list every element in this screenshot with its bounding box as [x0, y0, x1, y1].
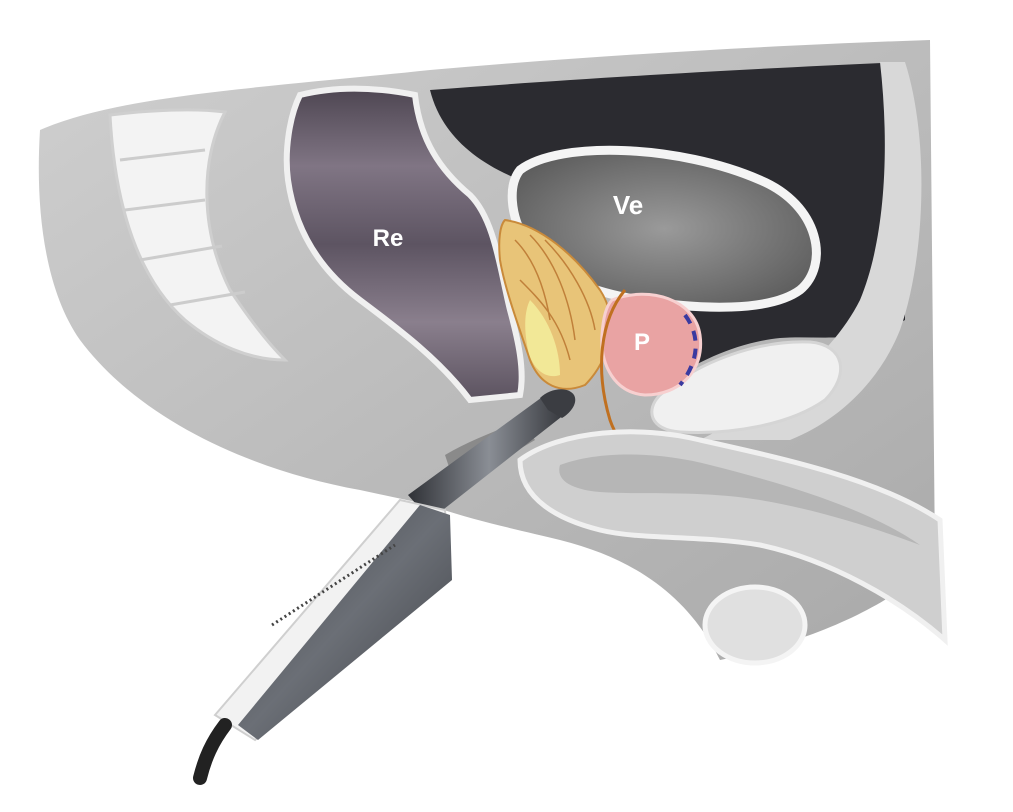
rectum-label: Re — [373, 225, 404, 252]
prostate — [602, 294, 701, 395]
prostate-label: P — [634, 329, 650, 356]
testis — [705, 587, 805, 663]
bladder-label: Ve — [613, 190, 643, 220]
